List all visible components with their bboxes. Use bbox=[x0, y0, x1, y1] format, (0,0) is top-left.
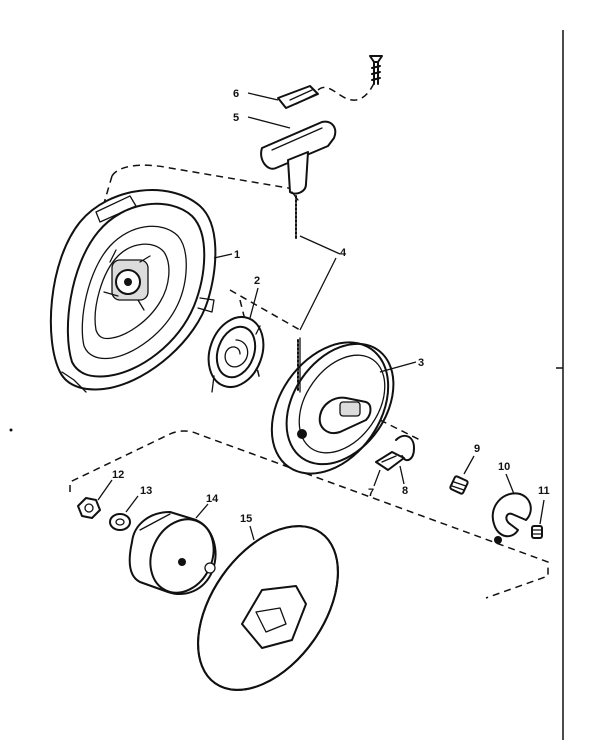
part-5-starter-handle bbox=[260, 120, 337, 201]
leader-8 bbox=[399, 465, 405, 485]
handle-screw bbox=[369, 55, 383, 85]
stray-dot bbox=[9, 428, 13, 432]
small-o-ring bbox=[204, 562, 216, 574]
leader-14 bbox=[195, 503, 209, 519]
part-2-recoil-spring bbox=[207, 316, 265, 393]
part-13-washer bbox=[109, 513, 131, 531]
callout-10: 10 bbox=[498, 461, 510, 473]
callout-3: 3 bbox=[418, 357, 424, 369]
callout-12: 12 bbox=[112, 469, 124, 481]
lower-assembly-outline bbox=[69, 430, 549, 599]
part-8-retainer-clip bbox=[395, 434, 415, 462]
callout-9: 9 bbox=[474, 443, 480, 455]
leader-4 bbox=[299, 235, 341, 331]
leader-2 bbox=[249, 287, 259, 319]
callout-5: 5 bbox=[233, 112, 239, 124]
callout-6: 6 bbox=[233, 88, 239, 100]
part-4-starter-rope bbox=[295, 195, 299, 393]
part-3-pulley bbox=[270, 337, 395, 475]
leader-1 bbox=[213, 253, 233, 259]
callout-13: 13 bbox=[140, 485, 152, 497]
leader-5 bbox=[247, 116, 291, 129]
leader-7 bbox=[373, 469, 381, 487]
leader-12 bbox=[97, 479, 113, 501]
part-12-nut bbox=[77, 497, 101, 519]
part-11-screw bbox=[531, 525, 543, 539]
leader-10 bbox=[505, 473, 515, 495]
part-6-handle-insert bbox=[277, 85, 319, 109]
part-10-retainer bbox=[491, 492, 532, 544]
leader-6 bbox=[247, 92, 279, 101]
part-14-starter-cup bbox=[128, 511, 217, 595]
callout-4: 4 bbox=[340, 247, 347, 259]
leader-3 bbox=[379, 361, 417, 373]
part-9-small-spring bbox=[449, 475, 469, 495]
callout-15: 15 bbox=[240, 513, 252, 525]
leader-11 bbox=[539, 499, 545, 525]
part-15-debris-screen bbox=[197, 525, 339, 691]
leader-9 bbox=[463, 455, 475, 475]
leader-13 bbox=[125, 495, 139, 513]
leader-15 bbox=[249, 525, 255, 541]
callout-2: 2 bbox=[254, 275, 260, 287]
callout-14: 14 bbox=[206, 493, 219, 505]
callout-1: 1 bbox=[234, 249, 240, 261]
callout-8: 8 bbox=[402, 485, 408, 497]
callout-11: 11 bbox=[538, 485, 550, 497]
cord-guide-dash bbox=[317, 79, 377, 101]
callout-7: 7 bbox=[368, 487, 374, 499]
part-1-housing bbox=[49, 189, 217, 393]
